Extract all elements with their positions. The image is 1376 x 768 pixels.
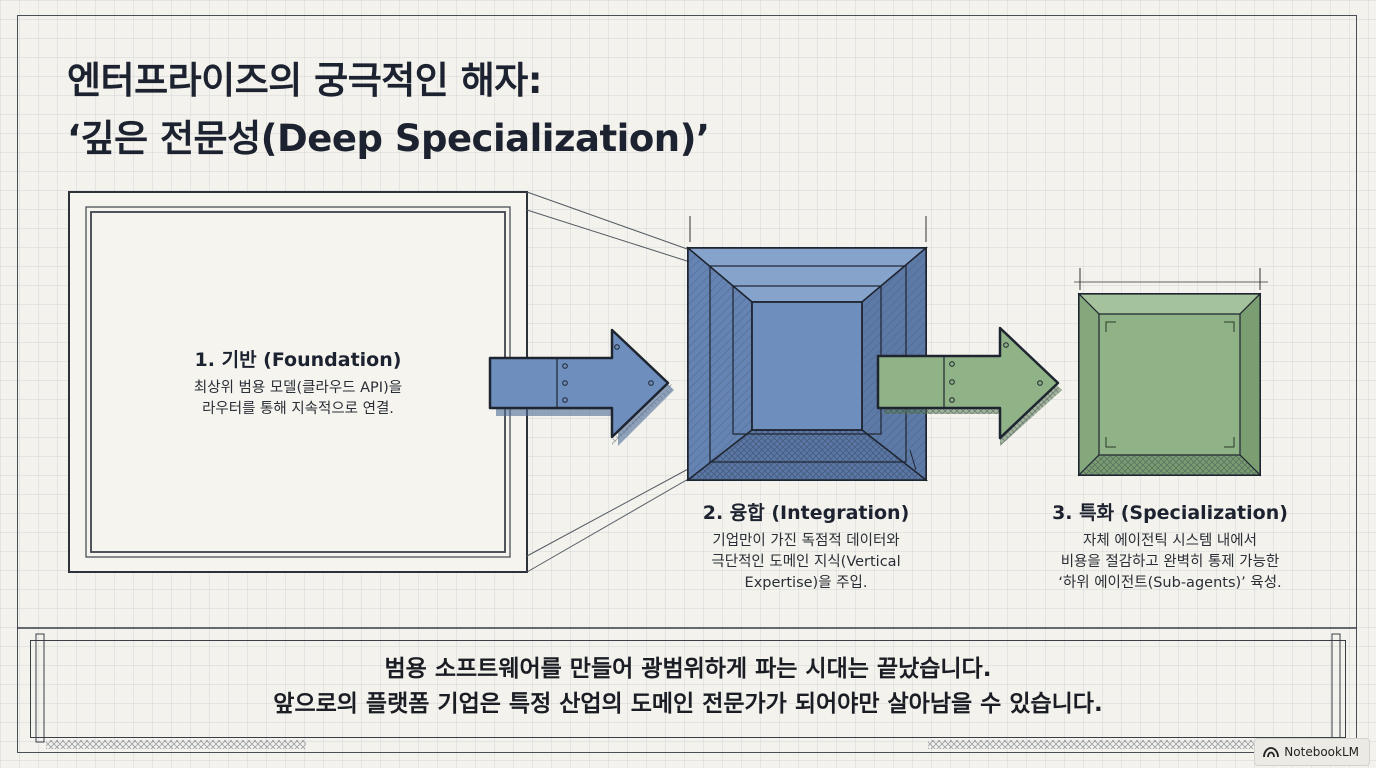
integration-desc-line-2: 극단적인 도메인 지식(Vertical xyxy=(711,554,901,570)
notebooklm-badge: NotebookLM xyxy=(1254,738,1370,766)
specialization-desc-line-3: ‘하위 에이전트(Sub-agents)’ 육성. xyxy=(1058,575,1282,591)
arrow-foundation-to-integration xyxy=(488,328,674,446)
integration-desc-line-3: Expertise)을 주입. xyxy=(744,575,868,591)
foundation-desc-line-2: 라우터를 통해 지속적으로 연결. xyxy=(202,401,394,417)
integration-title: 2. 융합 (Integration) xyxy=(702,502,910,524)
projection-lines xyxy=(526,191,691,573)
arrow-integration-to-specialization xyxy=(876,326,1062,446)
title-line-1: 엔터프라이즈의 궁극적인 해자: xyxy=(67,59,543,102)
footer-decoration xyxy=(17,627,1357,749)
specialization-description: 자체 에이전틱 시스템 내에서 비용을 절감하고 완벽히 통제 가능한 ‘하위 … xyxy=(1020,531,1320,594)
outer-frame xyxy=(17,15,1357,753)
conclusion-line-1: 범용 소프트웨어를 만들어 광범위하게 파는 시대는 끝났습니다. xyxy=(384,656,992,682)
integration-description: 기업만이 가진 독점적 데이터와 극단적인 도메인 지식(Vertical Ex… xyxy=(676,531,936,594)
integration-block xyxy=(685,216,929,482)
notebooklm-logo-icon xyxy=(1263,747,1280,758)
conclusion-text: 범용 소프트웨어를 만들어 광범위하게 파는 시대는 끝났습니다. 앞으로의 플… xyxy=(0,652,1376,722)
specialization-title: 3. 특화 (Specialization) xyxy=(1052,502,1288,524)
specialization-desc-line-2: 비용을 절감하고 완벽히 통제 가능한 xyxy=(1060,554,1280,570)
specialization-desc-line-1: 자체 에이전틱 시스템 내에서 xyxy=(1083,533,1257,549)
conclusion-line-2: 앞으로의 플랫폼 기업은 특정 산업의 도메인 전문가가 되어야만 살아남을 수… xyxy=(273,691,1103,717)
foundation-desc-line-1: 최상위 범용 모델(클라우드 API)을 xyxy=(193,380,403,396)
title-line-2: ‘깊은 전문성(Deep Specialization)’ xyxy=(67,117,710,160)
integration-desc-line-1: 기업만이 가진 독점적 데이터와 xyxy=(712,533,900,549)
badge-label: NotebookLM xyxy=(1284,745,1359,759)
conclusion-box xyxy=(30,640,1346,738)
page-title: 엔터프라이즈의 궁극적인 해자: ‘깊은 전문성(Deep Specializa… xyxy=(67,52,710,168)
foundation-description: 최상위 범용 모델(클라우드 API)을 라우터를 통해 지속적으로 연결. xyxy=(148,378,448,420)
foundation-box xyxy=(68,191,528,573)
specialization-block xyxy=(1074,268,1268,477)
foundation-title: 1. 기반 (Foundation) xyxy=(194,349,402,371)
